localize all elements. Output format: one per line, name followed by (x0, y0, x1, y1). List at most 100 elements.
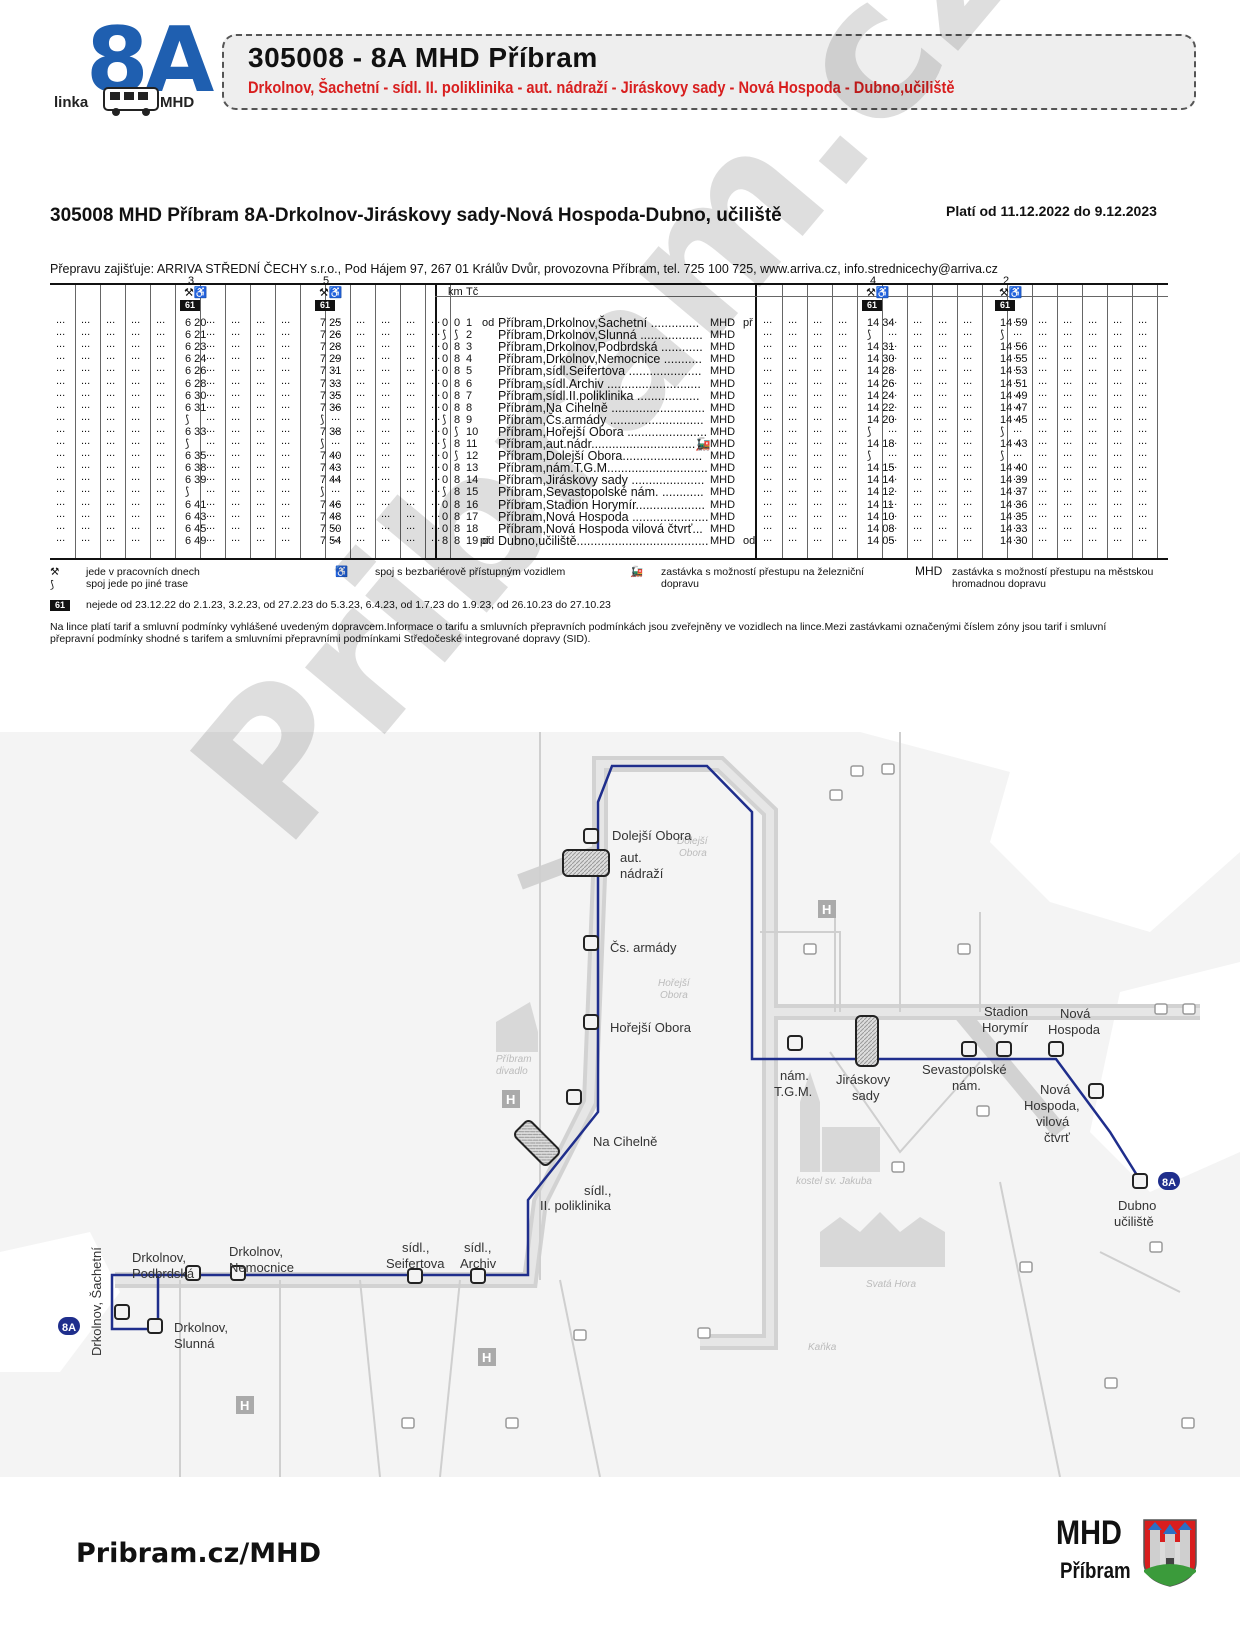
km-value-2: 8 (454, 438, 461, 450)
empty-slot: ... (381, 338, 391, 351)
empty-slot: ... (813, 507, 823, 520)
empty-slot: ... (206, 350, 216, 363)
empty-slot: ... (1038, 507, 1048, 520)
empty-slot: ... (81, 362, 91, 375)
tc-value: 11 (466, 438, 478, 450)
empty-slot: ... (938, 422, 948, 435)
empty-slot: ... (231, 410, 241, 423)
empty-slot: ... (331, 471, 341, 484)
departure-time: 14 43 (1000, 438, 1028, 450)
empty-slot: ... (913, 447, 923, 460)
departure-time: 7 25 (320, 317, 342, 329)
empty-slot: ... (81, 314, 91, 326)
empty-slot: ... (56, 338, 66, 351)
trip-marks-icon: ⚒♿ (184, 287, 208, 299)
empty-slot: ... (356, 507, 366, 520)
route-stops (114, 828, 1148, 1334)
empty-slot: ... (381, 519, 391, 532)
trip-number: 3 (188, 275, 195, 287)
empty-slot: ... (406, 314, 416, 326)
departure-time: 6 43 (185, 510, 207, 523)
label-vilova-2: Hospoda, (1024, 1098, 1080, 1113)
km-value: 0 (442, 377, 449, 390)
label-seifertova-2: Seifertova (386, 1256, 445, 1271)
empty-slot: ... (381, 314, 391, 326)
empty-slot: ... (838, 507, 848, 520)
empty-slot: ... (963, 362, 973, 375)
empty-slot: ... (913, 398, 923, 411)
label-dolejsi: Dolejší Obora (612, 828, 692, 843)
footer-url[interactable]: Pribram.cz/MHD (76, 1538, 322, 1569)
empty-slot: ... (1113, 398, 1123, 411)
departure-time: 6 33 (185, 425, 207, 438)
departure-time: 14 31 (867, 341, 895, 354)
empty-slot: ... (1113, 447, 1123, 460)
empty-slot: ... (56, 459, 66, 472)
empty-slot: ... (788, 435, 798, 447)
empty-slot: ... (838, 326, 848, 339)
empty-slot: ... (56, 350, 66, 363)
label-nemocnice-2: Nemocnice (229, 1260, 294, 1275)
label-horejsi: Hořejší Obora (610, 1020, 692, 1035)
area-dolejsi-2: Obora (679, 848, 707, 859)
empty-slot: ... (106, 398, 116, 411)
stop-mhd: MHD (710, 317, 736, 329)
empty-slot: ... (56, 531, 66, 544)
empty-slot: ... (1063, 410, 1073, 423)
empty-slot: ... (81, 447, 91, 460)
empty-slot: ... (788, 350, 798, 363)
km-value-2: 8 (454, 413, 461, 426)
empty-slot: ... (838, 386, 848, 399)
empty-slot: ... (56, 398, 66, 411)
empty-slot: ... (231, 447, 241, 460)
stop-name: Příbram,Drkolnov,Nemocnice ........... (498, 352, 702, 367)
label-autnadr-1: aut. (620, 850, 642, 865)
empty-slot: ... (156, 507, 166, 520)
empty-slot: ... (231, 459, 241, 472)
timetable-title: 305008 MHD Příbram 8A-Drkolnov-Jiráskovy… (50, 205, 782, 226)
departure-time: 14 39 (1000, 474, 1028, 487)
km-value: 8 (442, 534, 449, 547)
empty-slot: ... (381, 447, 391, 460)
departure-time: 14 49 (1000, 389, 1028, 402)
empty-slot: ... (356, 350, 366, 363)
empty-slot: ... (788, 326, 798, 339)
empty-slot: ... (331, 410, 341, 423)
empty-slot: ... (256, 507, 266, 520)
stop-name: Příbram,Dolejší Obora...................… (498, 449, 703, 464)
empty-slot: ... (788, 519, 798, 532)
empty-slot: ... (1013, 374, 1023, 387)
empty-slot: ... (1138, 495, 1148, 508)
empty-slot: ... (381, 531, 391, 544)
line-badges: 8A 8A (58, 1172, 1180, 1335)
empty-slot: ... (788, 495, 798, 508)
empty-slot: ... (331, 422, 341, 435)
trip-number: 4 (870, 275, 877, 287)
empty-slot: ... (431, 483, 441, 496)
empty-slot: ... (381, 362, 391, 375)
empty-slot: ... (156, 350, 166, 363)
empty-slot: ... (56, 314, 66, 326)
stop-name: Příbram,Nová Hospoda vilová čtvrť... (498, 521, 703, 536)
empty-slot: ... (206, 410, 216, 423)
empty-slot: ... (1038, 326, 1048, 339)
empty-slot: ... (106, 374, 116, 387)
empty-slot: ... (206, 338, 216, 351)
empty-slot: ... (356, 422, 366, 435)
departure-time: 14 26 (867, 377, 895, 390)
empty-slot: ... (406, 398, 416, 411)
empty-slot: ... (888, 350, 898, 363)
departure-time: 7 33 (320, 377, 342, 390)
empty-slot: ... (231, 422, 241, 435)
empty-slot: ... (763, 435, 773, 447)
stop-od: od (482, 534, 495, 547)
departure-time: ⟆ (1000, 450, 1005, 463)
empty-slot: ... (406, 338, 416, 351)
empty-slot: ... (106, 326, 116, 339)
departure-time: 7 28 (320, 341, 342, 354)
empty-slot: ... (131, 507, 141, 520)
departure-time: 7 54 (320, 534, 342, 547)
